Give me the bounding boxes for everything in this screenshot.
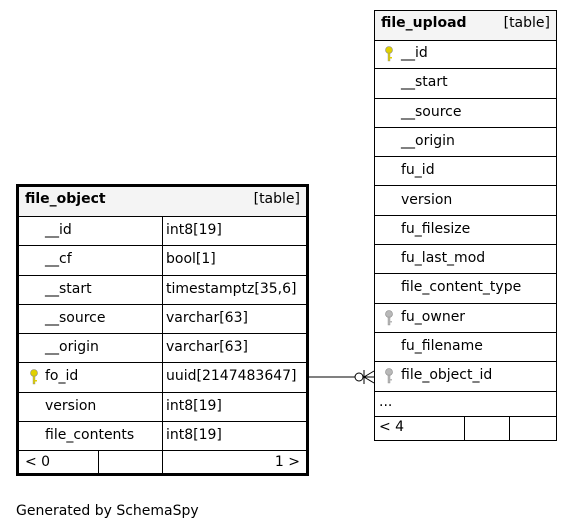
column-name: fo_id [45, 368, 79, 385]
column-row: __origin varchar[63] [19, 334, 306, 364]
column-type: varchar[63] [166, 309, 248, 326]
column-type: int8[19] [166, 426, 222, 443]
generated-by-label: Generated by SchemaSpy [16, 503, 199, 519]
table-type-label: [table] [253, 191, 300, 207]
column-name: file_contents [45, 426, 135, 443]
file-object-table[interactable]: file_object [table] __id int8[19] __cf bool… [16, 184, 309, 476]
more-columns-row: ... [375, 392, 556, 417]
file-upload-header: file_upload [table] [375, 11, 556, 41]
table-name: file_upload [381, 15, 467, 31]
column-row: __start timestamptz[35,6] [19, 275, 306, 305]
table-type-label: [table] [503, 15, 550, 31]
column-type: bool[1] [166, 251, 216, 268]
column-name: __source [45, 309, 106, 326]
column-name: file_object_id [401, 367, 493, 384]
column-row: fu_filesize [375, 216, 556, 246]
column-name: fu_filesize [401, 220, 471, 237]
column-name: __id [401, 45, 428, 61]
column-row: __source varchar[63] [19, 304, 306, 334]
column-row: __origin [375, 128, 556, 158]
children-count: < 4 [379, 419, 405, 435]
column-row: version int8[19] [19, 392, 306, 422]
foreign-key-icon [384, 367, 394, 385]
column-name: __start [45, 280, 92, 297]
column-type: timestamptz[35,6] [166, 280, 297, 297]
column-type: int8[19] [166, 397, 222, 414]
column-row: fu_filename [375, 333, 556, 363]
file-object-footer: < 0 1 > [19, 451, 306, 476]
column-name: __source [401, 103, 462, 120]
column-type: uuid[2147483647] [166, 368, 297, 385]
column-row: fu_last_mod [375, 245, 556, 275]
parents-count: 1 > [274, 454, 300, 470]
column-row: __source [375, 99, 556, 128]
column-name: __cf [45, 251, 72, 268]
column-row: __id [375, 40, 556, 70]
column-row: __cf bool[1] [19, 246, 306, 276]
column-row: __start [375, 69, 556, 99]
column-name: fu_owner [401, 308, 466, 325]
column-row: fo_id uuid[2147483647] [19, 363, 306, 393]
foreign-key-icon [384, 309, 394, 327]
column-name: __origin [45, 339, 99, 355]
table-name: file_object [25, 191, 106, 207]
column-row: __id int8[19] [19, 217, 306, 247]
file-upload-table[interactable]: file_upload [table] __id __start __source _… [374, 10, 557, 441]
primary-key-icon [29, 368, 39, 386]
column-name: fu_filename [401, 338, 483, 354]
column-name: file_content_type [401, 279, 522, 296]
primary-key-icon [384, 45, 394, 63]
column-row: fu_owner [375, 304, 556, 333]
column-name: __origin [401, 132, 455, 149]
file-upload-footer: < 4 [375, 417, 556, 440]
column-type: int8[19] [166, 222, 222, 238]
column-name: __start [401, 74, 448, 91]
column-name: version [45, 397, 97, 414]
column-row: fu_id [375, 157, 556, 187]
ellipsis: ... [379, 394, 393, 410]
children-count: < 0 [25, 454, 51, 470]
file-object-header: file_object [table] [19, 187, 306, 217]
column-row: version [375, 187, 556, 216]
column-row: file_object_id [375, 362, 556, 392]
column-row: file_content_type [375, 274, 556, 304]
column-row: file_contents int8[19] [19, 421, 306, 451]
column-name: __id [45, 222, 72, 238]
column-type: varchar[63] [166, 339, 248, 355]
column-name: fu_last_mod [401, 250, 486, 267]
column-name: version [401, 191, 453, 208]
column-name: fu_id [401, 162, 435, 179]
